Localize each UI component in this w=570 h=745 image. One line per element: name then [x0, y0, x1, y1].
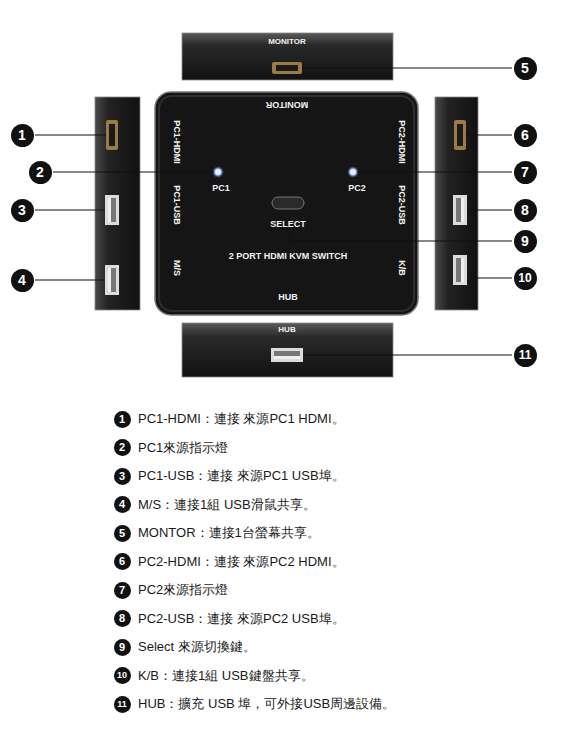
- description-text: MONTOR：連接1台螢幕共享。: [138, 525, 320, 541]
- port-label: MONITOR: [266, 100, 308, 109]
- port-label: HUB: [278, 326, 295, 334]
- leader-line: [35, 209, 105, 210]
- callout-number: 10: [514, 267, 537, 290]
- usb-port: [105, 195, 119, 225]
- hdmi-port: [272, 62, 302, 74]
- rear-panel-box: MONITOR: [182, 33, 393, 80]
- usb-port: [271, 348, 303, 362]
- led: [216, 170, 221, 175]
- description-text: Select 來源切換鍵。: [138, 639, 256, 655]
- callout-number: 8: [514, 199, 537, 222]
- callout-number: 11: [114, 696, 131, 713]
- button-label: SELECT: [270, 220, 306, 229]
- port-label: PC1-HDMI: [172, 120, 181, 164]
- hdmi-port: [457, 124, 463, 146]
- led-label: PC1: [212, 184, 230, 193]
- switch-body-box: MONITOR PC1-HDMI PC1-USB M/S PC1 PC2SELECT 2 P…: [155, 92, 418, 315]
- usb-port: [108, 198, 116, 222]
- callout-number: 7: [114, 582, 131, 599]
- description-text: K/B：連接1組 USB鍵盤共享。: [138, 668, 314, 684]
- callout-number: 8: [114, 610, 131, 627]
- led-label: PC2: [348, 184, 366, 193]
- usb-port: [108, 268, 111, 292]
- leader-line: [53, 171, 214, 172]
- callout-number: 7: [514, 161, 537, 184]
- hdmi-port: [276, 65, 298, 71]
- port-label: HUB: [278, 293, 298, 302]
- hdmi-port: [109, 124, 115, 146]
- description-text: PC2來源指示燈: [138, 582, 228, 598]
- leader-line: [35, 279, 105, 280]
- leader-line: [466, 134, 512, 135]
- usb-port: [453, 195, 467, 225]
- usb-port: [274, 356, 300, 359]
- leader-line: [467, 209, 512, 210]
- left-panel: [95, 97, 140, 310]
- product-name: 2 PORT HDMI KVM SWITCH: [229, 252, 348, 261]
- select-button: [272, 197, 304, 209]
- usb-port: [456, 258, 464, 282]
- switch-body: [155, 92, 418, 315]
- leader-lines: [35, 68, 512, 355]
- port-label: PC1-USB: [172, 185, 181, 225]
- callout-number: 4: [11, 269, 34, 292]
- description-text: PC1-USB：連接 來源PC1 USB埠。: [138, 468, 345, 484]
- description-text: PC1-HDMI：連接 來源PC1 HDMI。: [138, 411, 345, 427]
- usb-port: [105, 265, 119, 295]
- description-text: PC2-HDMI：連接 來源PC2 HDMI。: [138, 554, 345, 570]
- front-panel: [182, 323, 393, 377]
- callout-number: 10: [114, 667, 131, 684]
- front-panel-box: HUB: [182, 323, 393, 377]
- port-label: K/B: [397, 260, 406, 276]
- callout-number: 9: [514, 230, 537, 253]
- callout-number: 2: [29, 161, 52, 184]
- callout-number: 9: [114, 639, 131, 656]
- port-label: PC2-HDMI: [397, 120, 406, 164]
- description-text: PC2-USB：連接 來源PC2 USB埠。: [138, 611, 345, 627]
- description-text: HUB：擴充 USB 埠，可外接USB周邊設備。: [138, 696, 395, 712]
- callout-number: 6: [514, 124, 537, 147]
- usb-port: [108, 268, 116, 292]
- callout-number: 11: [514, 344, 537, 367]
- hdmi-port: [106, 120, 118, 150]
- body-bevel: [159, 96, 414, 311]
- rear-panel: [182, 33, 393, 80]
- usb-port: [461, 198, 464, 222]
- usb-port: [453, 255, 467, 285]
- callout-number: 5: [114, 525, 131, 542]
- port-label: MONITOR: [268, 38, 306, 46]
- usb-port: [274, 351, 300, 359]
- port-label: M/S: [172, 260, 181, 276]
- leader-line: [357, 171, 512, 172]
- leader-line: [302, 67, 512, 68]
- callout-number: 4: [114, 496, 131, 513]
- callout-number: 6: [114, 553, 131, 570]
- leader-line: [290, 233, 512, 241]
- leader-line: [35, 134, 106, 135]
- callout-number: 2: [114, 439, 131, 456]
- callout-number: 1: [114, 411, 131, 428]
- callout-number: 5: [514, 57, 537, 80]
- usb-port: [456, 198, 464, 222]
- callout-number: 1: [11, 124, 34, 147]
- usb-port: [108, 198, 111, 222]
- callout-number: 3: [114, 468, 131, 485]
- hdmi-port: [454, 120, 466, 150]
- description-text: PC1來源指示燈: [138, 440, 228, 456]
- callout-number: 3: [11, 199, 34, 222]
- led: [351, 170, 356, 175]
- port-label: PC2-USB: [397, 185, 406, 225]
- leader-line: [303, 354, 512, 355]
- leader-line: [467, 277, 512, 278]
- usb-port: [461, 258, 464, 282]
- description-text: M/S：連接1組 USB滑鼠共享。: [138, 497, 316, 513]
